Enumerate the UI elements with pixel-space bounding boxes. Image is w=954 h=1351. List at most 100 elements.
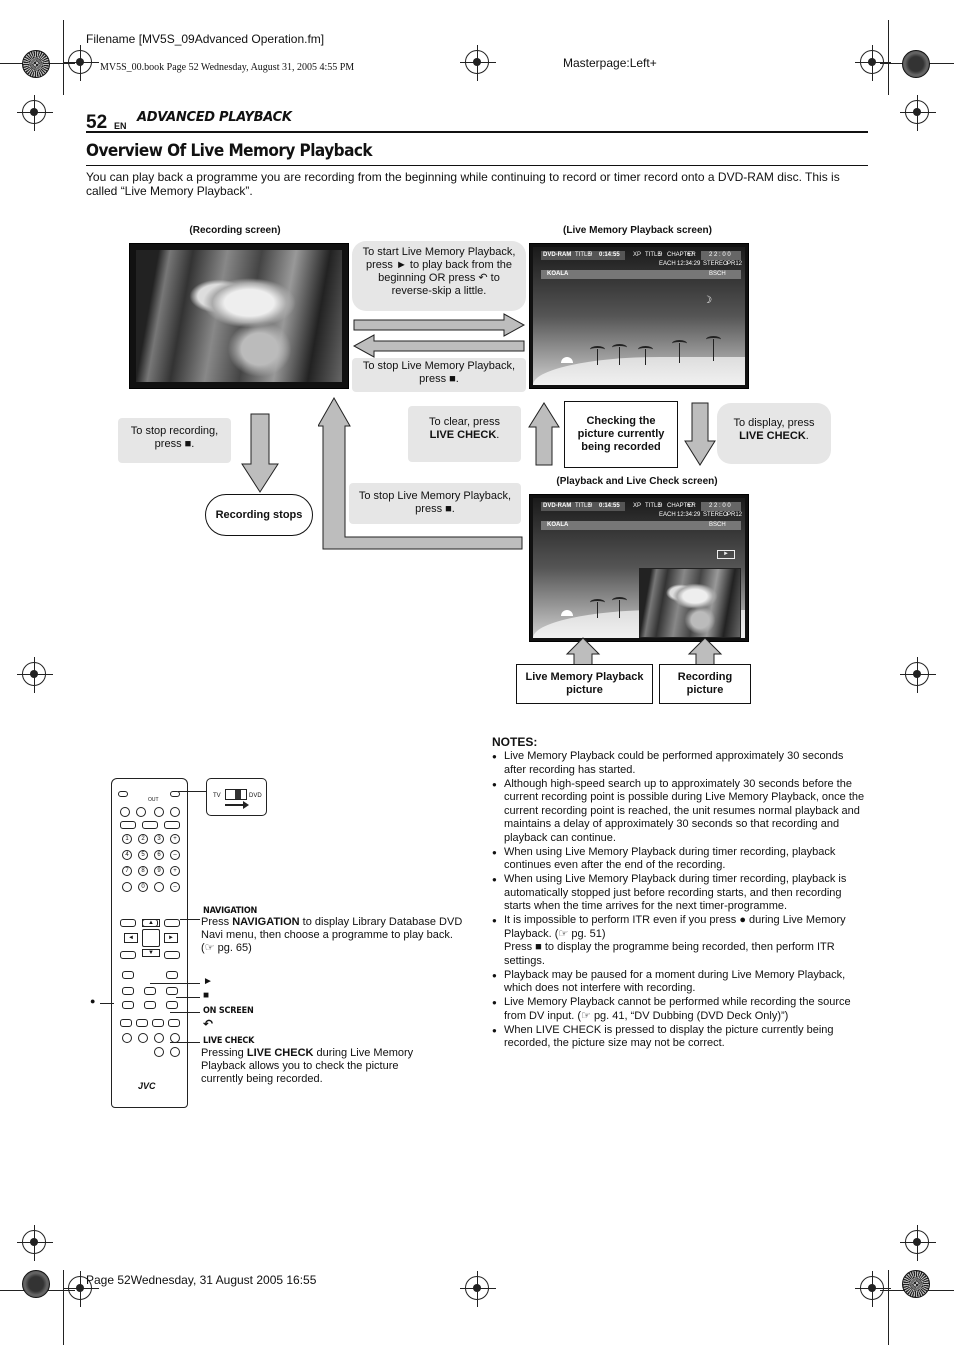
osd-channel: PR12	[727, 261, 743, 267]
registration-mark-icon	[17, 95, 53, 131]
osd-channel: PR12	[727, 512, 743, 518]
color-rosette-icon	[22, 50, 50, 78]
arrow-left-icon	[352, 334, 525, 358]
note-item: Although high-speed search up to approxi…	[492, 778, 866, 846]
osd-counter: 2 2 : 0 0	[709, 252, 731, 258]
live-playback-screen-image: DVD-RAM TITLE 9 0:14:55 XP TITLE 9 CHAPT…	[529, 243, 749, 389]
page-title: Overview Of Live Memory Playback	[86, 141, 373, 161]
clear-prefix: To clear, press	[429, 416, 500, 428]
registration-mark-icon	[460, 45, 496, 81]
osd-mode: XP	[633, 252, 642, 258]
registration-mark-icon	[63, 1271, 99, 1307]
color-rosette-icon	[22, 1270, 50, 1298]
tv-label: TV	[213, 793, 221, 799]
checking-picture-box: Checking the picture currently being rec…	[564, 401, 678, 468]
clear-instruction-box: To clear, press LIVE CHECK.	[408, 406, 521, 462]
osd-time: 0:14:55	[599, 503, 620, 509]
registration-mark-icon	[17, 657, 53, 693]
osd-title-num: 9	[589, 252, 593, 258]
filename-text: Filename [MV5S_09Advanced Operation.fm]	[86, 32, 325, 46]
registration-mark-icon	[900, 1225, 936, 1261]
onscreen-heading: ON SCREEN	[203, 1006, 254, 1016]
note-item: Live Memory Playback cannot be performed…	[492, 996, 866, 1023]
arrow-down-icon	[684, 402, 716, 466]
registration-mark-icon	[855, 45, 891, 81]
osd-chapter-num: 67	[687, 503, 694, 509]
osd-title-label: TITLE	[575, 252, 592, 258]
registration-mark-icon	[900, 657, 936, 693]
recording-screen-image	[129, 243, 349, 389]
osd-disc: DVD-RAM	[543, 252, 572, 258]
live-screen-label: (Live Memory Playback screen)	[563, 225, 712, 236]
osd-bsch: BSCH	[709, 522, 726, 528]
osd-title2: TITLE	[645, 252, 662, 258]
note-item: When using Live Memory Playback during t…	[492, 846, 866, 873]
section-title: ADVANCED PLAYBACK	[137, 110, 292, 125]
record-symbol-icon: ●	[90, 996, 96, 1006]
notes-list: Live Memory Playback could be performed …	[492, 750, 866, 1051]
osd-each: EACH	[659, 261, 676, 267]
intro-paragraph: You can play back a programme you are re…	[86, 170, 840, 198]
notes-heading: NOTES:	[492, 735, 538, 749]
note-item: Live Memory Playback could be performed …	[492, 750, 866, 777]
stop-recording-box: To stop recording, press ■.	[118, 418, 231, 463]
registration-mark-icon	[460, 1271, 496, 1307]
livecheck-heading: LIVE CHECK	[203, 1036, 255, 1046]
osd-title2-num: 9	[659, 503, 663, 509]
osd-chapter-label: CHAPTER	[667, 252, 696, 258]
arrow-down-icon	[241, 413, 279, 493]
skip-back-icon: ↶	[203, 1017, 214, 1031]
header-rule	[86, 131, 868, 133]
page-lang: EN	[114, 121, 127, 131]
osd-title-label: TITLE	[575, 503, 592, 509]
note-item: Playback may be paused for a moment duri…	[492, 969, 866, 996]
recording-screen-label: (Recording screen)	[189, 225, 281, 236]
title-rule	[86, 165, 868, 166]
remote-control-illustration: OUT 1 2 3 + 4 5 6 – 7 8 9 + 0 – ▲ ▼ ◄ ► …	[111, 778, 188, 1108]
arrow-return-icon	[318, 396, 523, 550]
live-check-inset-image	[639, 568, 741, 638]
arrow-right-icon	[353, 313, 526, 337]
color-rosette-icon	[902, 1270, 930, 1298]
live-check-screen-image: DVD-RAM TITLE 9 0:14:55 XP TITLE 9 CHAPT…	[529, 494, 749, 642]
stop-live-box-2: To stop Live Memory Playback, press ■.	[349, 483, 521, 524]
livecheck-text: Pressing LIVE CHECK during Live Memory P…	[201, 1047, 414, 1085]
color-rosette-icon	[902, 50, 930, 78]
osd-title-num: 9	[589, 503, 593, 509]
note-item: When LIVE CHECK is pressed to display th…	[492, 1024, 866, 1051]
registration-mark-icon	[900, 95, 936, 131]
osd-clock: 12:34:29	[677, 512, 701, 518]
stop-live-box-1: To stop Live Memory Playback, press ■.	[352, 358, 526, 392]
osd-bsch: BSCH	[709, 271, 726, 277]
registration-mark-icon	[63, 45, 99, 81]
registration-mark-icon	[17, 1225, 53, 1261]
play-symbol-icon: ►	[203, 976, 213, 987]
page-number: 52	[86, 112, 108, 133]
osd-clock: 12:34:29	[677, 261, 701, 267]
osd-stereo: STEREO	[703, 261, 728, 267]
arrow-up-icon	[528, 402, 560, 466]
osd-name: KOALA	[547, 522, 569, 528]
osd-counter: 2 2 : 0 0	[709, 503, 731, 509]
stop-symbol-icon: ■	[203, 990, 210, 1001]
display-instruction-box: To display, press LIVE CHECK.	[717, 403, 831, 464]
registration-mark-icon	[855, 1271, 891, 1307]
start-instruction-box: To start Live Memory Playback, press ► t…	[352, 241, 526, 311]
osd-mode: XP	[633, 503, 642, 509]
tv-dvd-switch-callout: TV DVD	[206, 778, 267, 816]
navigation-text: Press NAVIGATION to display Library Data…	[201, 916, 463, 954]
osd-title2: TITLE	[645, 503, 662, 509]
live-playback-picture-box: Live Memory Playback picture	[516, 664, 653, 704]
osd-title2-num: 9	[659, 252, 663, 258]
footer-page-line: Page 52Wednesday, 31 August 2005 16:55	[86, 1273, 317, 1287]
osd-stereo: STEREO	[703, 512, 728, 518]
display-prefix: To display, press	[733, 417, 815, 429]
book-info-text: MV5S_00.book Page 52 Wednesday, August 3…	[100, 62, 355, 73]
navigation-heading: NAVIGATION	[203, 906, 258, 916]
recording-picture-box: Recording picture	[659, 664, 751, 704]
display-key: LIVE CHECK	[739, 430, 806, 442]
dvd-label: DVD	[249, 793, 262, 799]
osd-time: 0:14:55	[599, 252, 620, 258]
note-item: It is impossible to perform ITR even if …	[492, 914, 866, 968]
osd-chapter-label: CHAPTER	[667, 503, 696, 509]
